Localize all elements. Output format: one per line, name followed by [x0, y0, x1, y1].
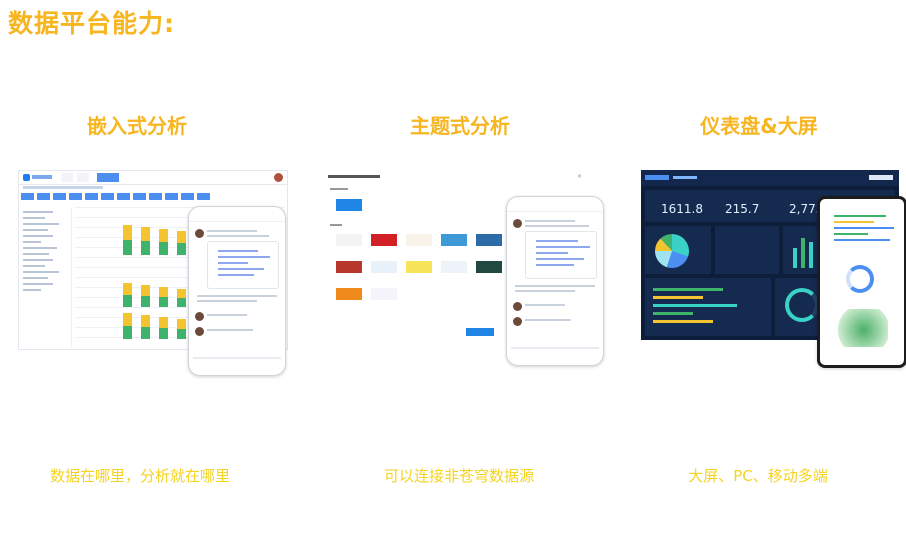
chart-bar: [123, 313, 132, 326]
chart-bar: [177, 298, 186, 307]
app-tab: [61, 173, 73, 182]
field-sidebar: [21, 207, 72, 347]
chat-avatar: [513, 302, 522, 311]
pivot-chart-area: [75, 207, 285, 347]
chart-bar: [177, 231, 186, 243]
kpi-value: 2,773: [789, 202, 824, 216]
datasource-tile[interactable]: [441, 261, 467, 273]
close-icon[interactable]: ×: [576, 173, 582, 180]
chart-bar: [123, 283, 132, 295]
datasource-tile[interactable]: [371, 288, 397, 300]
dashboard-phone: [817, 196, 906, 368]
table-card: [715, 226, 779, 274]
pie-chart: [655, 234, 689, 268]
chart-bar: [159, 328, 168, 339]
datasource-tile[interactable]: [371, 261, 397, 273]
app-tab: [77, 173, 89, 182]
grid-line: [75, 317, 285, 318]
chart-bar: [141, 315, 150, 327]
dashboard-header: [641, 170, 899, 186]
dashboard-screenshot: 1611.8 215.7 2,773: [641, 170, 906, 368]
chart-bar: [159, 297, 168, 307]
china-map: [834, 309, 888, 347]
datasource-tile[interactable]: [336, 234, 362, 246]
chart-bar: [141, 285, 150, 296]
grid-line: [75, 217, 285, 218]
datasource-tile[interactable]: [406, 234, 432, 246]
kpi-value: 1611.8: [661, 202, 703, 216]
chart-bar: [123, 295, 132, 307]
datasource-tile[interactable]: [371, 234, 397, 246]
datasource-tile[interactable]: [476, 261, 502, 273]
dialog-title: [328, 175, 380, 178]
grid-line: [75, 257, 285, 258]
datasource-tile-selected[interactable]: [336, 199, 362, 211]
chat-avatar: [195, 327, 204, 336]
caption-subject: 可以连接非苍穹数据源: [383, 467, 534, 485]
chart-bar: [141, 296, 150, 307]
dashboard-logo: [645, 175, 669, 180]
datasource-tile[interactable]: [336, 288, 362, 300]
chart-bar: [177, 329, 186, 339]
chart-bar: [159, 229, 168, 242]
chart-bar: [123, 225, 132, 240]
chart-bar: [159, 317, 168, 328]
chart-bar: [177, 243, 186, 255]
app-logo-icon: [23, 174, 30, 181]
confirm-button[interactable]: [466, 328, 494, 336]
grid-line: [75, 207, 285, 208]
pie-card: [645, 226, 711, 274]
subject-chat-phone: [506, 196, 604, 366]
chart-bar: [177, 289, 186, 298]
kpi-value: 215.7: [725, 202, 760, 216]
chat-avatar: [195, 229, 204, 238]
chart-bar: [123, 240, 132, 255]
breadcrumb: [23, 186, 103, 189]
mobile-chat-phone: [188, 206, 286, 376]
chart-bar: [177, 319, 186, 329]
column-title-dashboard: 仪表盘&大屏: [700, 114, 818, 138]
bar-chart-card: [645, 278, 771, 336]
phone-ring-chart: [846, 265, 874, 293]
chart-bar: [123, 326, 132, 339]
chart-bar: [141, 327, 150, 339]
chat-chart-card: [207, 241, 279, 289]
caption-dashboard: 大屏、PC、移动多端: [688, 467, 828, 485]
phone-header: [507, 197, 603, 212]
datasource-tile[interactable]: [476, 234, 502, 246]
column-title-embedded: 嵌入式分析: [87, 114, 187, 138]
gauge-ring: [785, 288, 819, 322]
datasource-tile[interactable]: [441, 234, 467, 246]
chart-bar: [141, 227, 150, 241]
grid-line: [75, 277, 285, 278]
phone-header: [189, 207, 285, 222]
datasource-tile[interactable]: [336, 261, 362, 273]
chart-bar: [159, 242, 168, 255]
date-selector[interactable]: [869, 175, 893, 180]
app-topbar: [19, 171, 287, 185]
app-tab-active: [97, 173, 119, 182]
chat-avatar: [513, 317, 522, 326]
subject-analysis-screenshot: ×: [326, 168, 606, 373]
grid-line: [75, 227, 285, 228]
user-avatar: [274, 173, 283, 182]
chart-bar: [141, 241, 150, 255]
chart-bar: [159, 287, 168, 297]
embedded-analysis-screenshot: [18, 170, 288, 380]
chat-chart-card: [525, 231, 597, 279]
grid-line: [75, 307, 285, 308]
grid-line: [75, 267, 285, 268]
datasource-tile[interactable]: [406, 261, 432, 273]
toolbar: [21, 193, 285, 201]
grid-line: [75, 287, 285, 288]
page-title: 数据平台能力:: [8, 9, 175, 38]
caption-embedded: 数据在哪里，分析就在哪里: [49, 467, 230, 485]
chat-avatar: [513, 219, 522, 228]
app-logo-text: [32, 175, 52, 179]
chat-avatar: [195, 312, 204, 321]
column-title-subject: 主题式分析: [410, 114, 510, 138]
